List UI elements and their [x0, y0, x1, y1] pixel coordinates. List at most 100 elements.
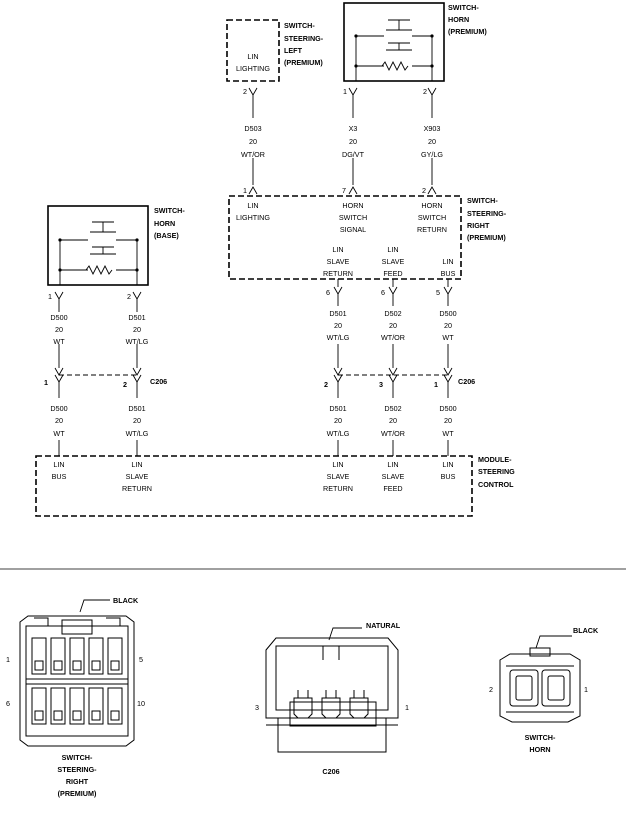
steering-right-cavity-terminal [53, 660, 63, 671]
switch-horn-premium: SWITCH- HORN (PREMIUM) 1 2 [343, 2, 487, 110]
module-steering-control-name-1: MODULE- [478, 455, 512, 464]
wire-d500-color-upper: WT [53, 337, 65, 346]
leader-line [328, 627, 362, 641]
terminal-icon [427, 186, 437, 195]
steering-right-cavity-terminal [91, 710, 101, 721]
switch-steering-right: LIN LIGHTING HORN SWITCH SIGNAL HORN SWI… [228, 195, 507, 280]
wire-d501-code-upper: D501 [128, 313, 145, 322]
wire-x3-gauge: 20 [349, 137, 357, 146]
wire-x3-color: DG/VT [342, 150, 365, 159]
sr-horn-signal-2: SWITCH [339, 213, 367, 222]
wire-d501-gauge-right-lower: 20 [334, 416, 342, 425]
switch-horn-premium-box [343, 2, 445, 82]
wire-d501-code-lower: D501 [128, 404, 145, 413]
steering-right-cavity [50, 637, 66, 675]
msc-lin-slave-return-right-1: LIN [332, 460, 343, 469]
sr-lin-bus-1: LIN [442, 257, 453, 266]
c206-cavity [349, 690, 369, 719]
horn-view-pin-2: 2 [489, 685, 493, 694]
sr-lin-slave-feed-3: FEED [383, 269, 402, 278]
wire-x3-code: X3 [349, 124, 358, 133]
terminal-icon [348, 87, 358, 110]
switch-horn-premium-name-2: HORN [448, 15, 469, 24]
msc-lin-slave-feed-3: FEED [383, 484, 402, 493]
connector-view-steering-right: BLACK 1 5 6 10 SWITCH- STEERING- RIGHT (… [6, 596, 145, 798]
c206-view-name: C206 [322, 767, 339, 776]
msc-lin-bus-left-1: LIN [53, 460, 64, 469]
switch-steering-left-lin-label-1: LIN [247, 52, 258, 61]
sr-horn-return-1: HORN [421, 201, 442, 210]
wire-d503-code: D503 [244, 124, 261, 133]
msc-lin-bus-right-2: BUS [441, 472, 456, 481]
wire-d502-code-lower: D502 [384, 404, 401, 413]
msc-lin-slave-return-right-3: RETURN [323, 484, 353, 493]
wire-d502-code-upper: D502 [384, 309, 401, 318]
msc-lin-bus-right-1: LIN [442, 460, 453, 469]
steering-right-pin-10: 10 [137, 699, 145, 708]
switch-horn-base-box [47, 205, 149, 286]
steering-right-cavity-terminal [72, 660, 82, 671]
wire-d501-code-right-lower: D501 [329, 404, 346, 413]
c206-right-pin-3: 3 [379, 380, 383, 389]
terminal-icon [348, 186, 358, 195]
wire-d503-gauge: 20 [249, 137, 257, 146]
c206-view-color-label: NATURAL [366, 621, 401, 630]
terminal-icon [427, 87, 437, 110]
steering-right-bottom-pin-5: 5 [436, 288, 440, 297]
steering-right-bottom-pin-6a: 6 [326, 288, 330, 297]
module-steering-control-box [35, 455, 473, 517]
c206-right-pin-2: 2 [324, 380, 328, 389]
steering-right-cavity-terminal [34, 660, 44, 671]
steering-right-cavity-terminal [110, 660, 120, 671]
switch-steering-right-name-2: STEERING- [467, 209, 507, 218]
module-steering-control-name-3: CONTROL [478, 480, 514, 489]
horn-view-name-2: HORN [529, 745, 550, 754]
wire-d501-color-right-upper: WT/LG [327, 333, 350, 342]
terminal-icon [54, 291, 64, 312]
switch-steering-left-name-3: LEFT [284, 46, 303, 55]
steering-right-pin-6: 6 [6, 699, 10, 708]
steering-right-cavity [50, 687, 66, 725]
msc-lin-slave-feed-1: LIN [387, 460, 398, 469]
sr-lin-slave-feed-1: LIN [387, 245, 398, 254]
steering-right-top-pin-1: 1 [243, 186, 247, 195]
switch-steering-left-name-2: STEERING- [284, 34, 324, 43]
steering-right-cavity [88, 687, 104, 725]
switch-horn-base-name-1: SWITCH- [154, 206, 185, 215]
msc-lin-slave-feed-2: SLAVE [382, 472, 405, 481]
upper-wires: D503 20 WT/OR X3 20 DG/VT X903 20 GY/LG … [241, 110, 443, 195]
wire-d503-color: WT/OR [241, 150, 265, 159]
wire-d500-code-right-lower: D500 [439, 404, 456, 413]
steering-right-cavity [69, 687, 85, 725]
c206-connector-body-icon [265, 637, 399, 753]
switch-horn-base-pin-1: 1 [48, 292, 52, 301]
wire-x903-gauge: 20 [428, 137, 436, 146]
wire-d500-color-right-lower: WT [442, 429, 454, 438]
steering-right-cavity-terminal [34, 710, 44, 721]
wire-d500-code-right-upper: D500 [439, 309, 456, 318]
wire-d502-color-upper: WT/OR [381, 333, 405, 342]
switch-horn-base-name-3: (BASE) [154, 231, 179, 240]
sr-horn-return-3: RETURN [417, 225, 447, 234]
steering-right-cavity [107, 687, 123, 725]
wire-d501-color-upper: WT/LG [126, 337, 149, 346]
horn-view-name-1: SWITCH- [525, 733, 556, 742]
c206-inline-connector: 1 2 C206 2 3 1 C206 [44, 367, 475, 389]
msc-lin-bus-left-2: BUS [52, 472, 67, 481]
c206-label-right: C206 [458, 377, 475, 386]
sr-horn-signal-1: HORN [342, 201, 363, 210]
sr-lin-lighting-2: LIGHTING [236, 213, 270, 222]
switch-steering-left-pin: 2 [243, 87, 247, 96]
switch-horn-base: SWITCH- HORN (BASE) 1 2 [47, 205, 185, 312]
terminal-icon [132, 291, 142, 312]
wire-d501-gauge-right-upper: 20 [334, 321, 342, 330]
wire-d501-gauge-upper: 20 [133, 325, 141, 334]
msc-lin-slave-return-left-3: RETURN [122, 484, 152, 493]
switch-horn-base-pin-2: 2 [127, 292, 131, 301]
sr-horn-return-2: SWITCH [418, 213, 446, 222]
connector-view-horn: BLACK 2 1 SWITCH- HORN [489, 626, 599, 754]
terminal-icon [248, 186, 258, 195]
c206-pin-cavities [293, 690, 369, 719]
steering-right-cavity [69, 637, 85, 675]
